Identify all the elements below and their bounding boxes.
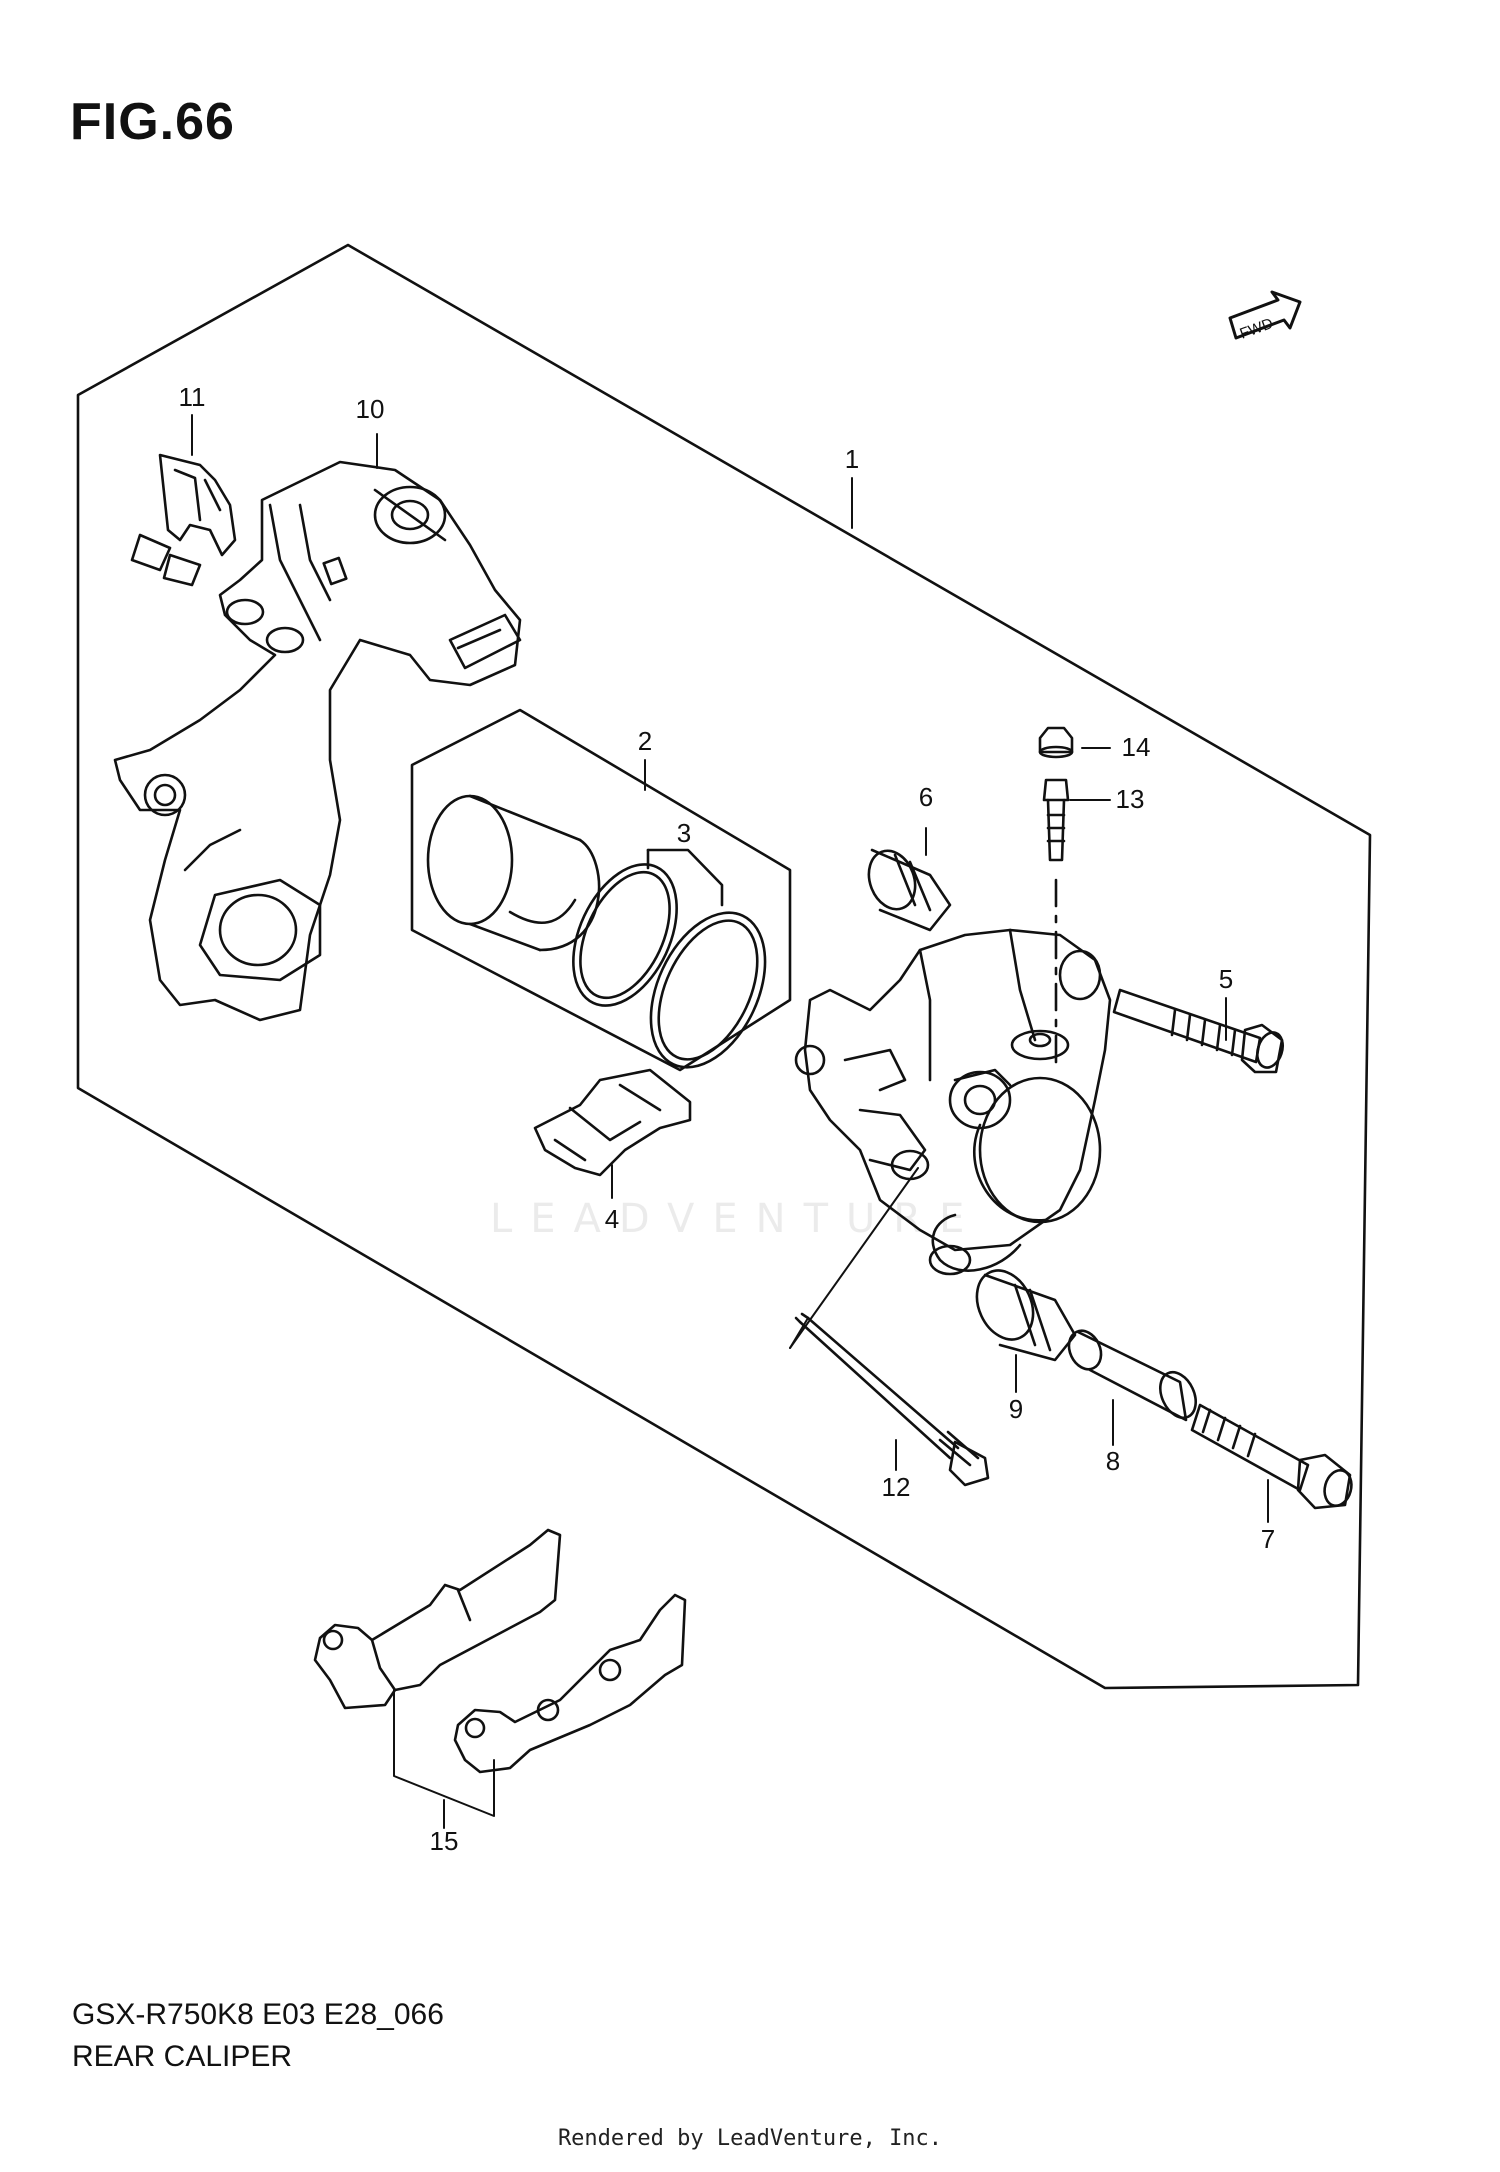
callout-1: 1 (845, 444, 859, 474)
figure-title: FIG.66 (70, 93, 235, 151)
part-6-boot (867, 848, 952, 932)
callout-labels: 1 2 3 4 5 6 7 8 9 10 11 12 13 14 15 FWD (179, 315, 1276, 1856)
callout-14: 14 (1122, 732, 1151, 762)
piston-seals (572, 863, 767, 1069)
callout-4: 4 (605, 1204, 619, 1234)
fwd-arrow-badge (1228, 290, 1302, 340)
leader-15-bracket (393, 1689, 495, 1817)
part-15-brake-pads (313, 1528, 687, 1774)
part-13-bleeder-valve (1042, 778, 1070, 862)
callout-3: 3 (677, 818, 691, 848)
part-9-boot (975, 1269, 1077, 1362)
callout-6: 6 (919, 782, 933, 812)
part-10-caliper-bracket (113, 460, 522, 1022)
piston (426, 794, 601, 952)
part-5-bolt (1112, 988, 1284, 1074)
callout-13: 13 (1116, 784, 1145, 814)
callout-10: 10 (356, 394, 385, 424)
part-4-pad-spring (533, 1068, 692, 1177)
part-12-pin (794, 1312, 990, 1487)
part-14-bleeder-cap (1038, 726, 1074, 759)
callout-5: 5 (1219, 964, 1233, 994)
part-8-sleeve (1067, 1329, 1197, 1422)
callout-7: 7 (1261, 1524, 1275, 1554)
callout-11: 11 (179, 382, 206, 412)
callout-9: 9 (1009, 1394, 1023, 1424)
callout-2: 2 (638, 726, 652, 756)
part-2-piston-box (410, 708, 792, 1072)
leader-12-pin-axis (789, 1167, 919, 1349)
model-code: GSX-R750K8 E03 E28_066 (72, 1998, 444, 2031)
assembly-outline (76, 243, 1372, 1690)
callout-8: 8 (1106, 1446, 1120, 1476)
callout-12: 12 (882, 1472, 911, 1502)
part-7-bolt (1190, 1403, 1353, 1510)
callout-15: 15 (430, 1826, 459, 1856)
leader-12-link (789, 1317, 809, 1349)
section-name: REAR CALIPER (72, 2040, 293, 2073)
part-11-pad-spring (130, 453, 237, 587)
caliper-body (794, 928, 1112, 1276)
leader-lines (191, 414, 1269, 1829)
rendered-by-credit: Rendered by LeadVenture, Inc. (557, 2126, 943, 2151)
